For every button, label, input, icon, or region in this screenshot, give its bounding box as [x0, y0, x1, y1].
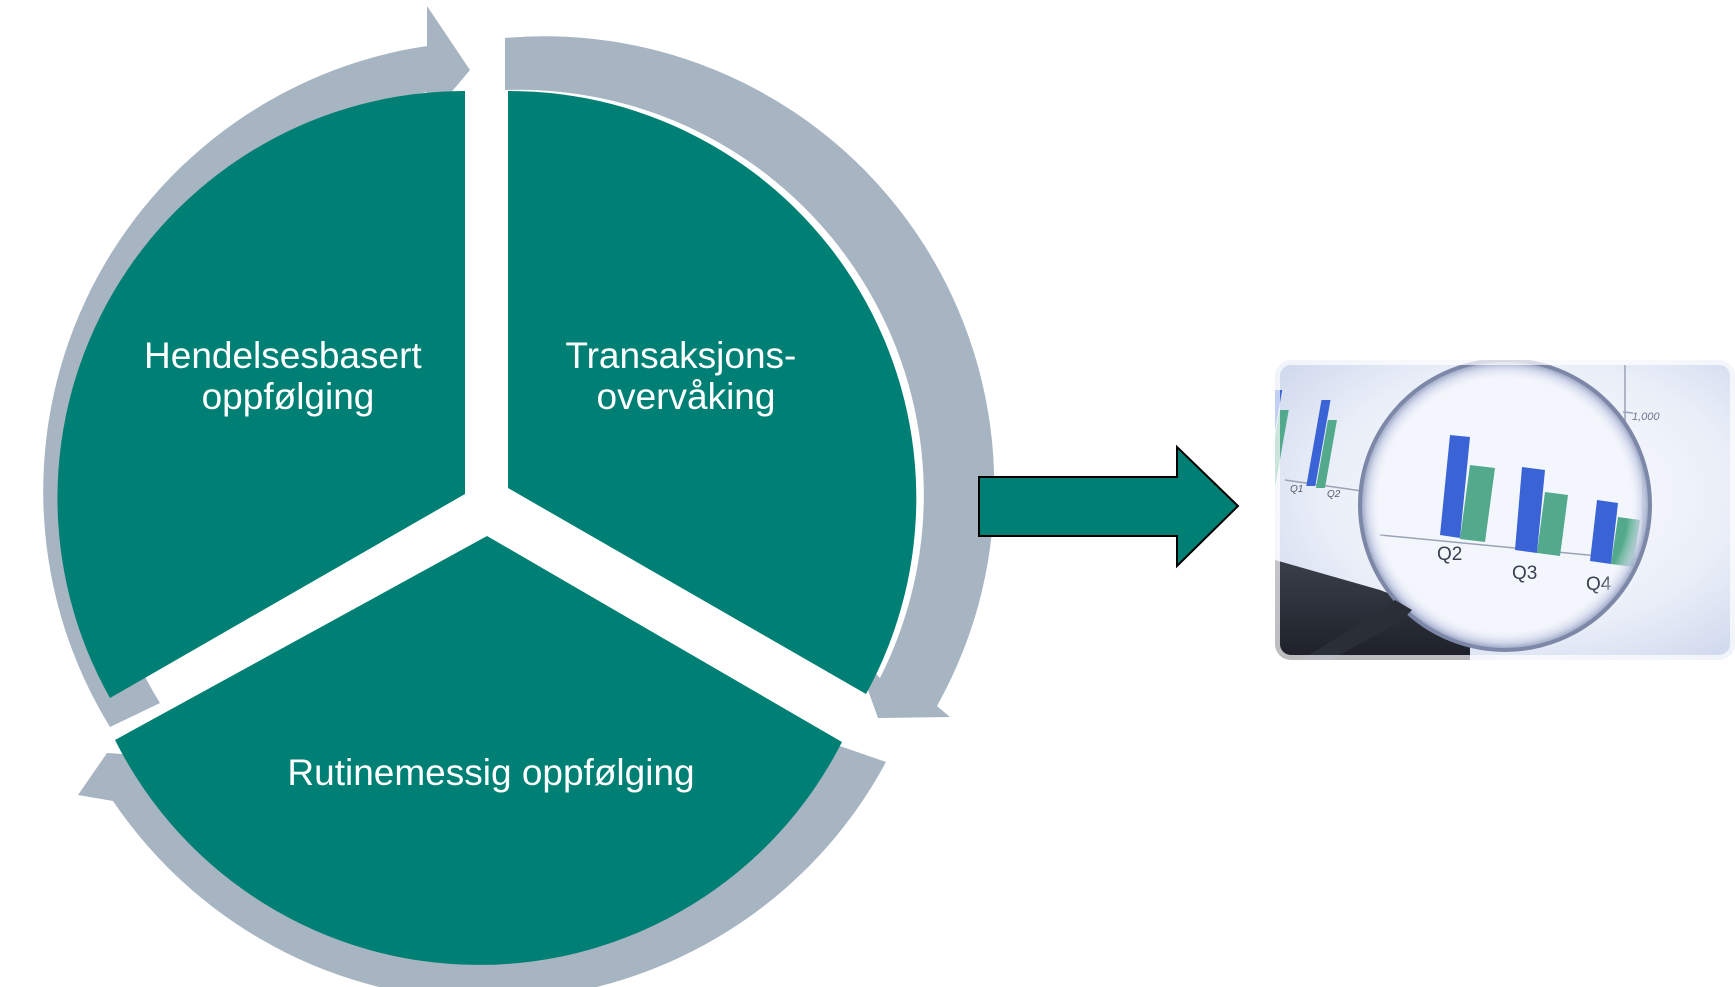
segment-transaction	[508, 90, 917, 694]
block-arrow-right	[978, 444, 1240, 569]
segment-label-routine: Rutinemessig oppfølging	[287, 752, 694, 793]
segment-label-event-line-1: Hendelsesbasert	[144, 335, 422, 376]
segment-label-routine-line-1: Rutinemessig oppfølging	[287, 752, 694, 793]
photo-small-label-q1: Q1	[1290, 484, 1303, 495]
segment-routine	[115, 536, 842, 965]
magnifier-handle	[1300, 600, 1412, 660]
cycle-segments	[57, 90, 917, 965]
magnifier-lens	[1360, 360, 1650, 650]
segment-label-transaction-line-2: overvåking	[597, 376, 776, 417]
segment-label-event: Hendelsesbasert oppfølging	[144, 335, 432, 417]
ring-arrow-bottom	[78, 745, 886, 987]
segment-event-based	[57, 90, 465, 699]
ring-arrow-right	[505, 36, 995, 719]
segment-label-event-line-2: oppfølging	[202, 376, 375, 417]
segment-label-transaction-line-1: Transaksjons-	[565, 335, 796, 376]
photo-small-label-q2: Q2	[1327, 489, 1341, 500]
magnifier-photo: 1,000 Q1 Q2 Q3	[1270, 355, 1735, 665]
photo-axis-value: 1,000	[1632, 411, 1660, 423]
segment-label-transaction: Transaksjons- overvåking	[565, 335, 806, 417]
